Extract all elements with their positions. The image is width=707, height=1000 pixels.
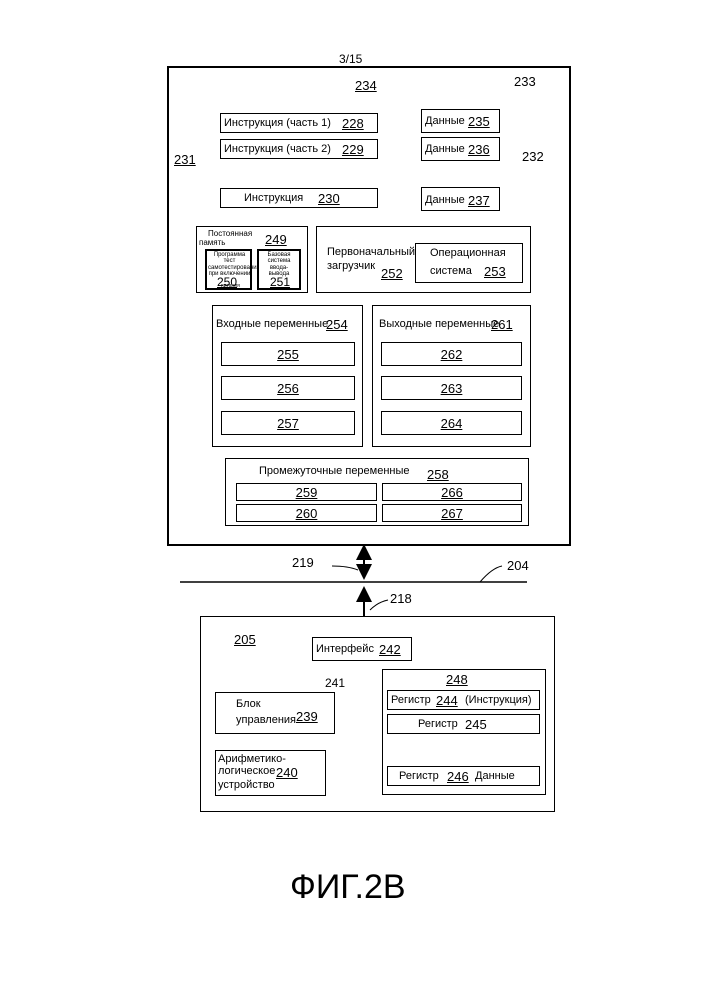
- data-236-ref: 236: [468, 143, 490, 156]
- instruction-part1-label: Инструкция (часть 1): [224, 118, 331, 129]
- input-var-257-ref: 257: [277, 416, 299, 431]
- intermediate-var-266: 266: [382, 483, 522, 501]
- control-unit-label-line2: управления: [236, 715, 296, 726]
- alu-label-line2: логическое: [218, 766, 275, 777]
- input-var-256-ref: 256: [277, 381, 299, 396]
- instruction-label: Инструкция: [244, 193, 303, 204]
- intermediate-vars-label: Промежуточные переменные: [259, 466, 410, 477]
- intermediate-var-260: 260: [236, 504, 377, 522]
- registers-ref: 248: [446, 673, 468, 686]
- alu-box: Арифметико- логическое устройство 240: [215, 750, 326, 796]
- output-vars-block: Выходные переменные 261 262 263 264: [372, 305, 531, 447]
- instruction-part1-ref: 228: [342, 117, 364, 130]
- output-var-264: 264: [381, 411, 522, 435]
- ref-233: 233: [514, 75, 536, 88]
- memory-ref: 234: [355, 79, 377, 92]
- register-246-box: Регистр 246 Данные: [387, 766, 540, 786]
- alu-ref: 240: [276, 766, 298, 779]
- rom-label-line2: память: [199, 239, 225, 247]
- input-var-255: 255: [221, 342, 355, 366]
- input-vars-label: Входные переменные: [216, 319, 328, 330]
- bios-text: Базовая система ввода-вывода: [260, 252, 298, 277]
- register-244-box: Регистр 244 (Инструкция): [387, 690, 540, 710]
- output-var-263-ref: 263: [441, 381, 463, 396]
- ref-218: 218: [390, 592, 412, 605]
- instruction-box: Инструкция 230: [220, 188, 378, 208]
- boot-label-line2: загрузчик: [327, 261, 375, 272]
- ref-204: 204: [507, 559, 529, 572]
- bios-box: Базовая система ввода-вывода 251: [257, 249, 301, 290]
- rom-block: Постоянная память 249 Программа тест сам…: [196, 226, 308, 293]
- ref-241: 241: [325, 677, 345, 689]
- register-246-label: Регистр: [399, 771, 439, 782]
- output-var-264-ref: 264: [441, 416, 463, 431]
- input-var-257: 257: [221, 411, 355, 435]
- alu-label-line1: Арифметико-: [218, 754, 286, 765]
- instruction-part2-box: Инструкция (часть 2) 229: [220, 139, 378, 159]
- bios-ref: 251: [270, 276, 290, 288]
- output-vars-label: Выходные переменные: [379, 319, 499, 330]
- output-var-262-ref: 262: [441, 347, 463, 362]
- intermediate-var-259-ref: 259: [296, 485, 318, 500]
- register-246-suffix: Данные: [475, 771, 515, 782]
- instruction-part2-label: Инструкция (часть 2): [224, 144, 331, 155]
- register-244-suffix: (Инструкция): [465, 695, 532, 706]
- rom-ref: 249: [265, 233, 287, 246]
- output-var-262: 262: [381, 342, 522, 366]
- boot-os-block: Первоначальный загрузчик 252 Операционна…: [316, 226, 531, 293]
- data-237-label: Данные: [425, 195, 465, 206]
- instruction-ref: 230: [318, 192, 340, 205]
- interface-label: Интерфейс: [316, 644, 374, 655]
- input-vars-ref: 254: [326, 318, 348, 331]
- interface-ref: 242: [379, 643, 401, 656]
- processor-ref: 205: [234, 633, 256, 646]
- register-245-ref: 245: [465, 718, 487, 731]
- intermediate-var-260-ref: 260: [296, 506, 318, 521]
- intermediate-vars-block: Промежуточные переменные 258 259 260 266…: [225, 458, 529, 526]
- input-var-256: 256: [221, 376, 355, 400]
- boot-label-line1: Первоначальный: [327, 247, 415, 258]
- post-program-text: Программа тест самотестирования при вклю…: [208, 252, 251, 277]
- os-label-line1: Операционная: [430, 248, 506, 259]
- intermediate-var-267: 267: [382, 504, 522, 522]
- intermediate-var-259: 259: [236, 483, 377, 501]
- ref-219: 219: [292, 556, 314, 569]
- os-label-line2: система: [430, 266, 472, 277]
- control-unit-label-line1: Блок: [236, 699, 261, 710]
- ref-232: 232: [522, 150, 544, 163]
- input-var-255-ref: 255: [277, 347, 299, 362]
- interface-box: Интерфейс 242: [312, 637, 412, 661]
- data-235-box: Данные 235: [421, 109, 500, 133]
- intermediate-var-266-ref: 266: [441, 485, 463, 500]
- data-237-box: Данные 237: [421, 187, 500, 211]
- data-235-label: Данные: [425, 116, 465, 127]
- register-244-ref: 244: [436, 694, 458, 707]
- figure-caption: ФИГ.2В: [290, 870, 406, 904]
- data-236-label: Данные: [425, 144, 465, 155]
- register-245-label: Регистр: [418, 719, 458, 730]
- register-244-label: Регистр: [391, 695, 431, 706]
- rom-label-line1: Постоянная: [208, 230, 252, 238]
- control-unit-ref: 239: [296, 710, 318, 723]
- boot-ref: 252: [381, 267, 403, 280]
- alu-label-line3: устройство: [218, 780, 275, 791]
- intermediate-var-267-ref: 267: [441, 506, 463, 521]
- instruction-part1-box: Инструкция (часть 1) 228: [220, 113, 378, 133]
- instruction-part2-ref: 229: [342, 143, 364, 156]
- output-vars-ref: 261: [491, 318, 513, 331]
- os-ref: 253: [484, 265, 506, 278]
- data-235-ref: 235: [468, 115, 490, 128]
- control-unit-box: Блок управления 239: [215, 692, 335, 734]
- data-237-ref: 237: [468, 194, 490, 207]
- ref-231: 231: [174, 153, 196, 166]
- data-236-box: Данные 236: [421, 137, 500, 161]
- intermediate-vars-ref: 258: [427, 468, 449, 481]
- output-var-263: 263: [381, 376, 522, 400]
- input-vars-block: Входные переменные 254 255 256 257: [212, 305, 363, 447]
- post-program-box: Программа тест самотестирования при вклю…: [205, 249, 252, 290]
- os-box: Операционная система 253: [415, 243, 523, 283]
- register-246-ref: 246: [447, 770, 469, 783]
- post-program-sub: питания: [221, 284, 240, 289]
- register-245-box: Регистр 245: [387, 714, 540, 734]
